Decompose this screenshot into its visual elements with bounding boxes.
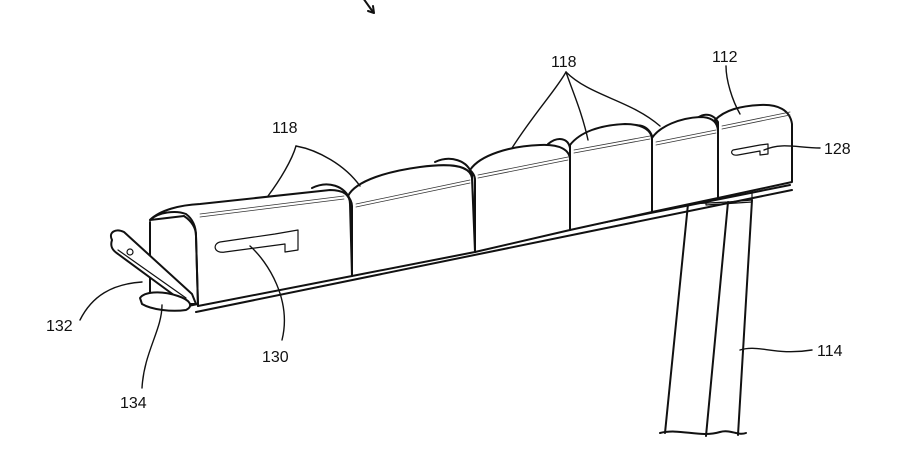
mailbox-front-flag-slot — [214, 229, 299, 253]
ref-130: 130 — [262, 349, 289, 366]
ref-112: 112 — [712, 49, 738, 66]
direction-arrow — [363, 0, 375, 14]
ref-118-top: 118 — [551, 54, 577, 71]
mailbox-112-flag-slot — [731, 143, 769, 156]
support-post — [659, 199, 753, 437]
ref-128: 128 — [824, 141, 851, 158]
ref-134: 134 — [120, 395, 147, 412]
ref-118-left: 118 — [272, 120, 298, 137]
mailbox-front — [110, 189, 353, 312]
mailbox-4 — [547, 123, 653, 231]
lead-lines — [79, 65, 821, 389]
mailbox-front-door — [110, 229, 197, 305]
door-latch-hole — [126, 248, 134, 256]
ref-114: 114 — [817, 343, 843, 360]
ref-132: 132 — [46, 318, 73, 335]
door-lip — [139, 291, 192, 312]
reference-numerals: 118 118 112 128 130 132 134 114 — [46, 49, 851, 412]
